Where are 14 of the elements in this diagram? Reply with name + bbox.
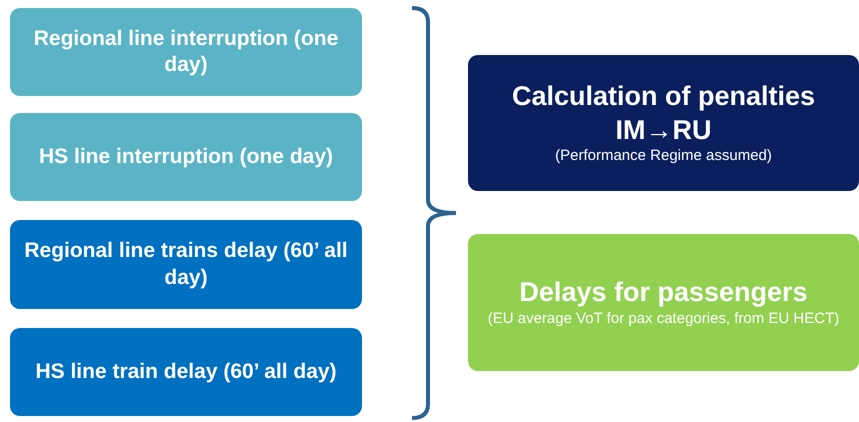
process-box <box>10 328 362 416</box>
box-title: Calculation of penalties IM→RU <box>510 80 816 147</box>
box-title: Regional line trains delay (60’ all day) <box>24 238 348 290</box>
box-title: Regional line interruption (one day) <box>32 26 340 78</box>
process-box <box>10 8 362 96</box>
box-note: (Performance Regime assumed) <box>555 147 772 166</box>
box-title: HS line train delay (60’ all day) <box>35 358 337 385</box>
box-note: (EU average VoT for pax categories, from EU HECT) <box>488 310 840 329</box>
process-box <box>468 55 859 191</box>
box-title: Delays for passengers <box>519 276 808 310</box>
box-title: HS line interruption (one day) <box>38 144 333 170</box>
process-box <box>10 113 362 201</box>
process-box <box>10 220 362 309</box>
process-box <box>468 234 859 371</box>
